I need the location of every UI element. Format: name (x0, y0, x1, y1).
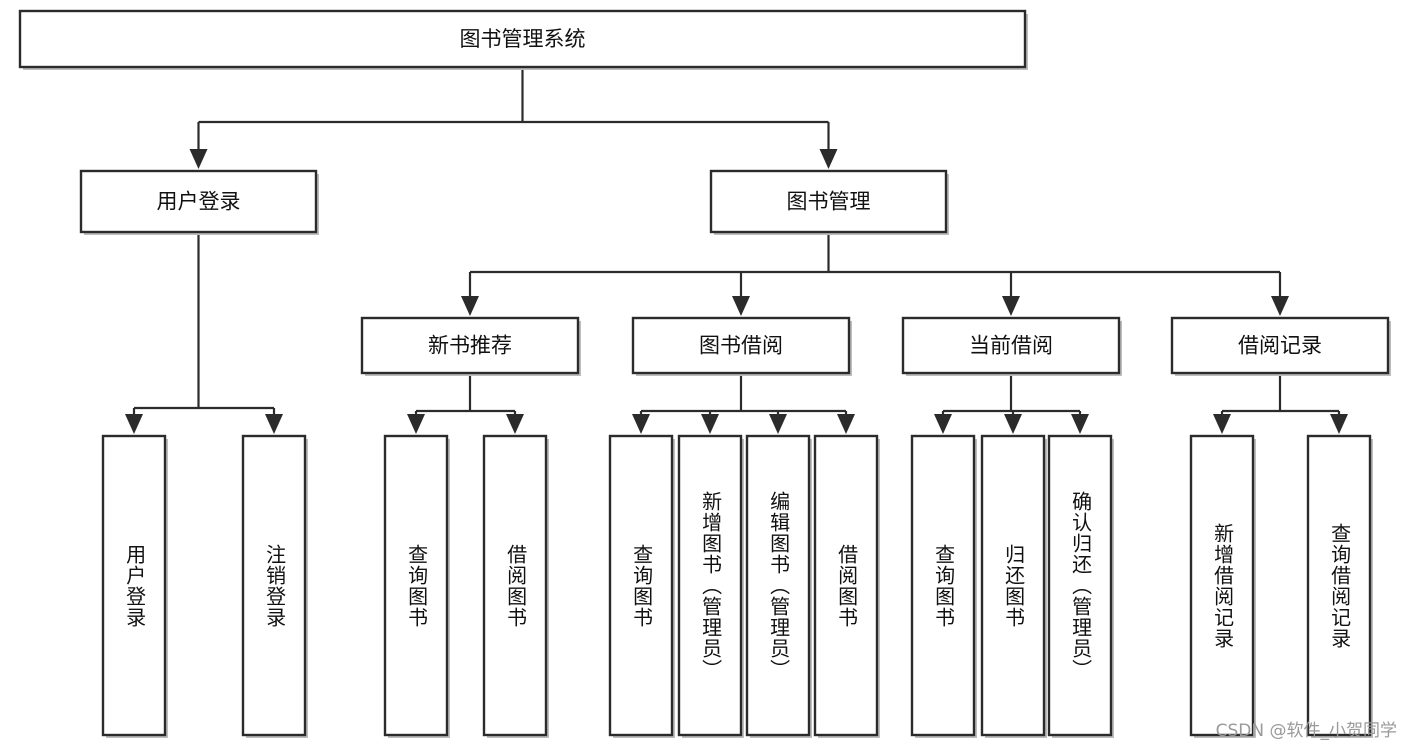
node-book-management[interactable] (709, 169, 948, 234)
node-leaf-edit-book[interactable] (745, 434, 811, 737)
node-user-login[interactable] (79, 169, 318, 234)
new-book-recommend-to-leaves-arrow-0 (407, 414, 425, 434)
node-leaf-query-book-recommend[interactable] (383, 434, 449, 737)
new-book-recommend-to-leaves-arrow-1 (506, 414, 524, 434)
current-borrow-to-leaves-arrow-2 (1071, 414, 1089, 434)
bookmgmt-to-level3-arrow-2 (1002, 296, 1020, 316)
root-to-level2-arrow-1 (819, 149, 838, 169)
current-borrow-to-leaves-arrow-1 (1004, 414, 1022, 434)
node-book-management-label: 图书管理 (787, 190, 871, 214)
root-to-level2-arrow-0 (189, 149, 208, 169)
node-leaf-add-book[interactable] (677, 434, 743, 737)
book-borrow-to-leaves-arrow-2 (769, 414, 787, 434)
node-new-book-recommend[interactable] (360, 316, 580, 375)
user-login-to-leaves-arrow-0 (125, 414, 143, 434)
current-borrow-to-leaves-arrow-0 (934, 414, 952, 434)
node-leaf-return-book[interactable] (980, 434, 1046, 737)
node-leaf-borrow-book[interactable] (813, 434, 879, 737)
boxes-layer (18, 9, 1391, 738)
borrow-record-to-leaves-arrow-1 (1330, 414, 1348, 434)
node-current-borrow[interactable] (901, 316, 1121, 375)
node-book-borrow[interactable] (631, 316, 851, 375)
csdn-watermark: CSDN @软件_小贺同学 (1215, 721, 1397, 741)
bookmgmt-to-level3-arrow-3 (1271, 296, 1289, 316)
node-new-book-recommend-label: 新书推荐 (428, 334, 512, 358)
node-user-login-label: 用户登录 (157, 190, 241, 214)
bookmgmt-to-level3-arrow-1 (732, 296, 750, 316)
node-root-label: 图书管理系统 (460, 27, 586, 51)
user-login-to-leaves-arrow-1 (265, 414, 283, 434)
node-leaf-user-login[interactable] (101, 434, 167, 737)
book-borrow-to-leaves-arrow-0 (632, 414, 650, 434)
node-root[interactable] (18, 9, 1027, 69)
node-leaf-query-book-current[interactable] (910, 434, 976, 737)
node-leaf-query-borrow-record[interactable] (1306, 434, 1372, 737)
book-borrow-to-leaves-arrow-3 (837, 414, 855, 434)
node-leaf-confirm-return[interactable] (1047, 434, 1113, 737)
node-borrow-record[interactable] (1170, 316, 1390, 375)
borrow-record-to-leaves-arrow-0 (1213, 414, 1231, 434)
node-borrow-record-label: 借阅记录 (1238, 334, 1322, 358)
book-borrow-to-leaves-arrow-1 (701, 414, 719, 434)
node-current-borrow-label: 当前借阅 (969, 334, 1053, 358)
node-leaf-user-logout[interactable] (241, 434, 307, 737)
connectors-layer (125, 67, 1348, 434)
node-book-borrow-label: 图书借阅 (699, 334, 783, 358)
node-leaf-add-borrow-record[interactable] (1189, 434, 1255, 737)
node-leaf-borrow-book-recommend[interactable] (482, 434, 548, 737)
node-leaf-query-book-borrow[interactable] (608, 434, 674, 737)
bookmgmt-to-level3-arrow-0 (461, 296, 479, 316)
